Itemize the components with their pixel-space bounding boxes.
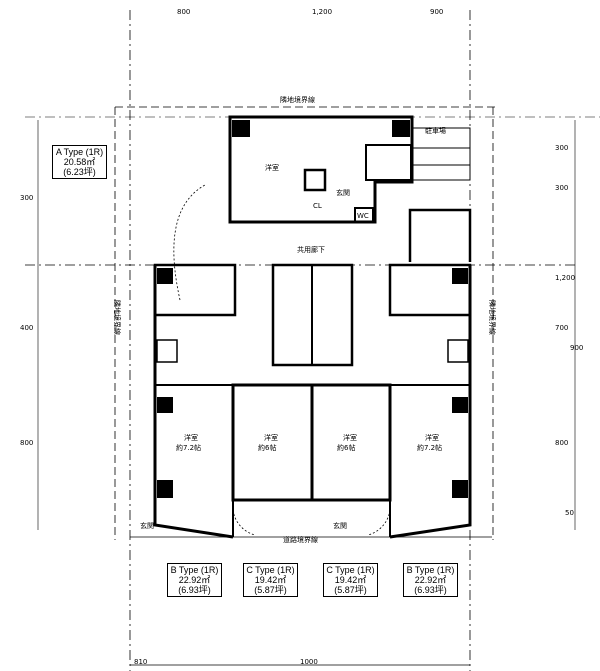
room-c-left-label: 洋室: [264, 433, 278, 442]
unit-type-tsubo: (6.93坪): [414, 585, 447, 595]
entrance-label: 玄関: [336, 188, 350, 197]
parking-label: 駐車場: [425, 126, 446, 135]
dim-top-1: 800: [177, 8, 190, 16]
fridge-space: [447, 339, 469, 363]
unit-type-area: 22.92㎡: [178, 575, 211, 585]
unit-type-b-left-box: B Type (1R) 22.92㎡ (6.93坪): [167, 563, 222, 597]
boundary-label-bottom: 道路境界線: [283, 535, 318, 544]
dim-bottom-left: 810: [134, 658, 147, 666]
unit-type-tsubo: (5.87坪): [254, 585, 287, 595]
boundary-label-right: 隣地境界線: [488, 300, 497, 335]
dim-right-1: 300: [555, 144, 568, 152]
dim-right-2: 300: [555, 184, 568, 192]
right-wet-core: [388, 263, 472, 317]
room-b-left-label: 洋室: [184, 433, 198, 442]
unit-type-name: C Type (1R): [246, 565, 295, 575]
dim-right-5: 700: [555, 324, 568, 332]
dim-top-2: 1,200: [312, 8, 332, 16]
room-b-right-label: 洋室: [425, 433, 439, 442]
dim-right-6: 800: [555, 439, 568, 447]
unit-type-name: B Type (1R): [406, 565, 455, 575]
unit-a-closet: [303, 168, 327, 192]
entrance-right-label: 玄関: [333, 521, 347, 530]
unit-type-area: 22.92㎡: [414, 575, 447, 585]
unit-a-room-label: 洋室: [265, 163, 279, 172]
column: [232, 120, 250, 137]
dim-right-3: 1,200: [555, 274, 575, 282]
dim-right-7: 50: [565, 509, 574, 517]
room-c-right-label: 洋室: [343, 433, 357, 442]
dim-left-1: 300: [20, 194, 33, 202]
unit-type-a-box: A Type (1R) 20.58㎡ (6.23坪): [52, 145, 107, 179]
boundary-label-left: 隣地境界線: [113, 300, 122, 335]
unit-type-tsubo: (6.23坪): [63, 167, 96, 177]
building-outline-right: [389, 265, 472, 539]
unit-type-c-right-box: C Type (1R) 19.42㎡ (5.87坪): [323, 563, 378, 597]
exterior-stair: [412, 127, 471, 181]
column: [452, 397, 468, 413]
column: [157, 268, 173, 284]
unit-type-area: 20.58㎡: [63, 157, 96, 167]
unit-type-b-right-box: B Type (1R) 22.92㎡ (6.93坪): [403, 563, 458, 597]
dim-bottom-total: 1000: [300, 658, 318, 666]
unit-type-area: 19.42㎡: [254, 575, 287, 585]
fridge-space: [156, 339, 178, 363]
left-wet-core: [153, 263, 237, 317]
closet-label: CL: [313, 202, 322, 210]
corridor-label: 共用廊下: [297, 245, 325, 254]
unit-type-tsubo: (5.87坪): [334, 585, 367, 595]
room-b-right-size: 約7.2帖: [417, 443, 442, 452]
boundary-label-top: 隣地境界線: [280, 95, 315, 104]
building-outline-left: [153, 265, 234, 539]
unit-type-name: C Type (1R): [326, 565, 375, 575]
door-swing: [232, 509, 256, 536]
unit-type-c-left-box: C Type (1R) 19.42㎡ (5.87坪): [243, 563, 298, 597]
wc-label: WC: [357, 212, 369, 220]
dim-left-3: 800: [20, 439, 33, 447]
unit-type-name: B Type (1R): [170, 565, 219, 575]
dim-top-3: 900: [430, 8, 443, 16]
unit-type-tsubo: (6.93坪): [178, 585, 211, 595]
unit-a-wc: [354, 207, 374, 223]
unit-type-name: A Type (1R): [55, 147, 104, 157]
unit-type-area: 19.42㎡: [334, 575, 367, 585]
room-c-left-size: 約6帖: [258, 443, 276, 452]
entrance-left-label: 玄関: [140, 521, 154, 530]
utility-room: [408, 208, 472, 262]
room-b-left-size: 約7.2帖: [176, 443, 201, 452]
column: [157, 480, 173, 498]
unit-a-bath: [365, 144, 412, 181]
door-swing: [367, 509, 391, 536]
column: [392, 120, 410, 137]
room-c-right-size: 約6帖: [337, 443, 355, 452]
column: [452, 268, 468, 284]
door-swing: [173, 184, 206, 301]
dim-left-2: 400: [20, 324, 33, 332]
column: [452, 480, 468, 498]
column: [157, 397, 173, 413]
unit-a-walls: [228, 115, 414, 224]
dim-right-4: 900: [570, 344, 583, 352]
